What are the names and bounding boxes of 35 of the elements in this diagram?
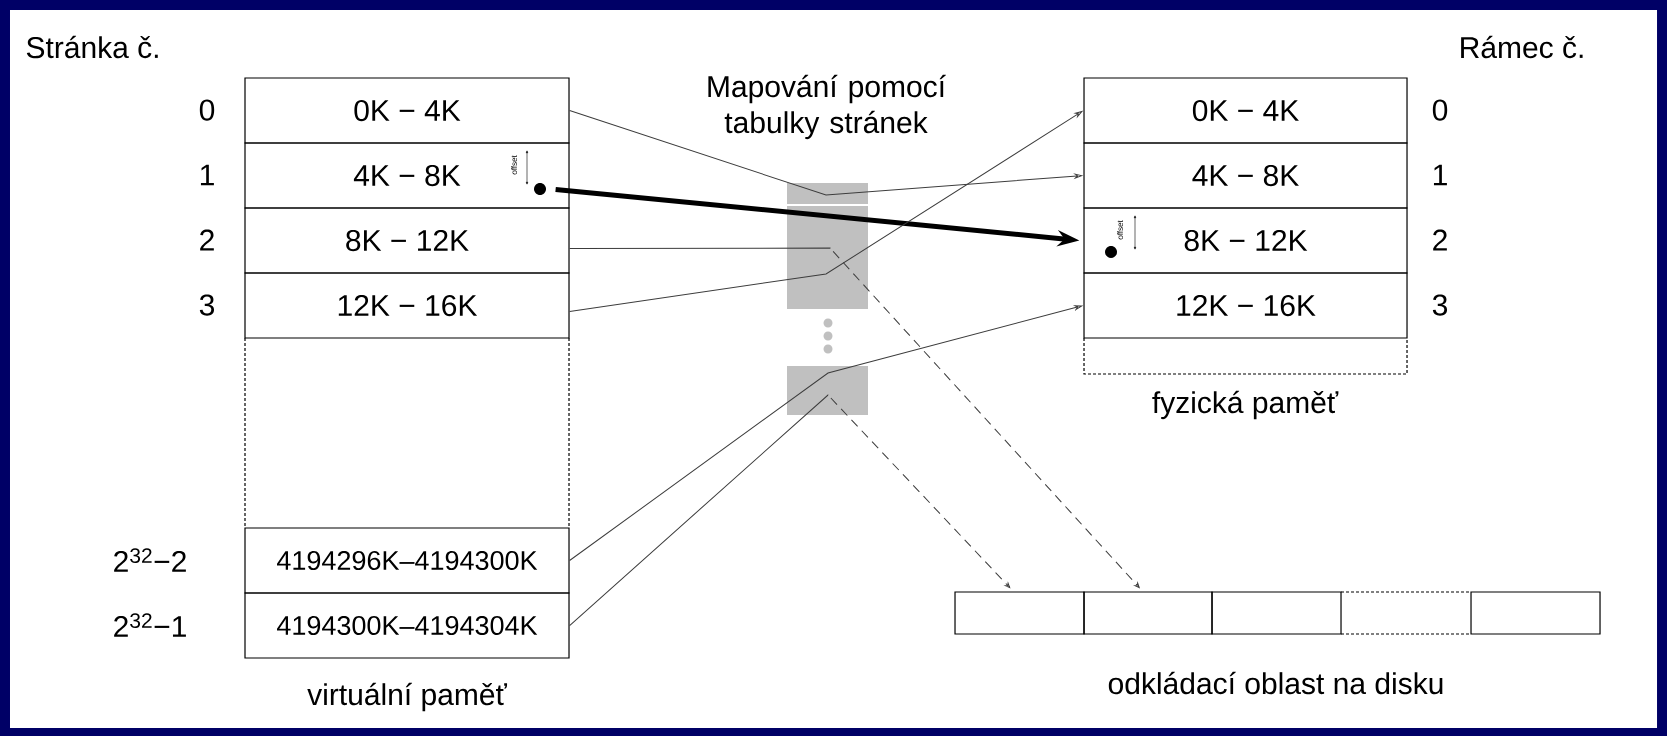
- memory-caption: fyzická paměť: [1152, 390, 1339, 420]
- arrow: [569, 110, 1083, 196]
- disk-cell: [1211, 591, 1342, 635]
- arrow: [569, 110, 1083, 312]
- row-number: 0: [199, 99, 215, 121]
- row-number: 1: [1433, 164, 1447, 186]
- page-cell: 0K − 4K: [244, 77, 570, 144]
- row-number: 1: [200, 164, 214, 186]
- offset-label: offset: [1117, 220, 1123, 240]
- offset-label: offset: [511, 155, 517, 175]
- disk-caption: odkládací oblast na disku: [1108, 671, 1443, 695]
- page-cell: 12K − 16K: [244, 272, 570, 339]
- row-number: 3: [1432, 294, 1448, 316]
- arrow: [569, 247, 1140, 588]
- frame-cell: 4K − 8K: [1083, 142, 1408, 209]
- disk-cell: [1083, 591, 1213, 635]
- column-heading: Stránka č.: [26, 35, 158, 59]
- row-number: 2: [200, 229, 214, 251]
- table-heading: Mapování pomocí tabulky stránek: [708, 74, 946, 140]
- row-number: 0: [1432, 99, 1448, 121]
- row-number: 2$^{32}$−2: [114, 548, 186, 572]
- column-heading: Rámec č.: [1461, 35, 1583, 59]
- row-number: 2$^{32}$−1: [114, 613, 186, 637]
- row-number: 2: [1433, 229, 1447, 251]
- page-cell: 8K − 12K: [244, 207, 570, 274]
- frame-cell: 0K − 4K: [1083, 77, 1408, 144]
- page-cell: 4194296K–4194300K: [244, 527, 570, 594]
- disk-cell: [1470, 591, 1601, 635]
- memory-caption: virtuální paměť: [307, 682, 508, 712]
- page-cell: 4194300K–4194304K: [244, 592, 570, 659]
- arrow: [569, 394, 1011, 626]
- frame-cell: 12K − 16K: [1083, 272, 1408, 339]
- disk-cell: [954, 591, 1085, 635]
- row-number: 3: [199, 294, 215, 316]
- arrow: [569, 305, 1083, 561]
